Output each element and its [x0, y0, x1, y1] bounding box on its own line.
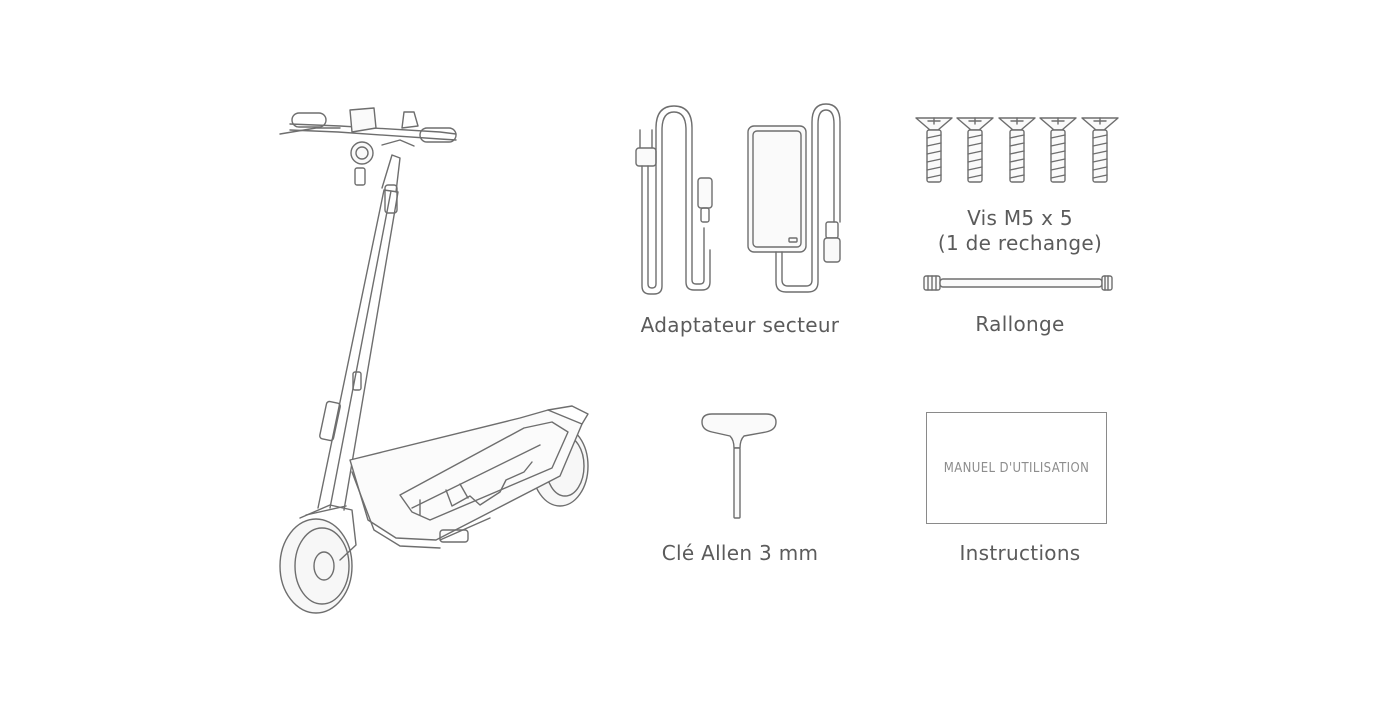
- extension-label: Rallonge: [975, 312, 1065, 336]
- manual-icon: MANUEL D'UTILISATION: [926, 412, 1107, 524]
- allen-key-label: Clé Allen 3 mm: [661, 541, 819, 565]
- power-cord-icon: [635, 105, 713, 295]
- manual-cover-text: MANUEL D'UTILISATION: [943, 460, 1090, 476]
- instructions-label: Instructions: [959, 541, 1081, 565]
- adapter-label: Adaptateur secteur: [640, 313, 840, 337]
- charger-brick-icon: [747, 103, 841, 293]
- screws-label-line2: (1 de rechange): [937, 231, 1103, 255]
- screws-label-line1: Vis M5 x 5: [967, 206, 1073, 230]
